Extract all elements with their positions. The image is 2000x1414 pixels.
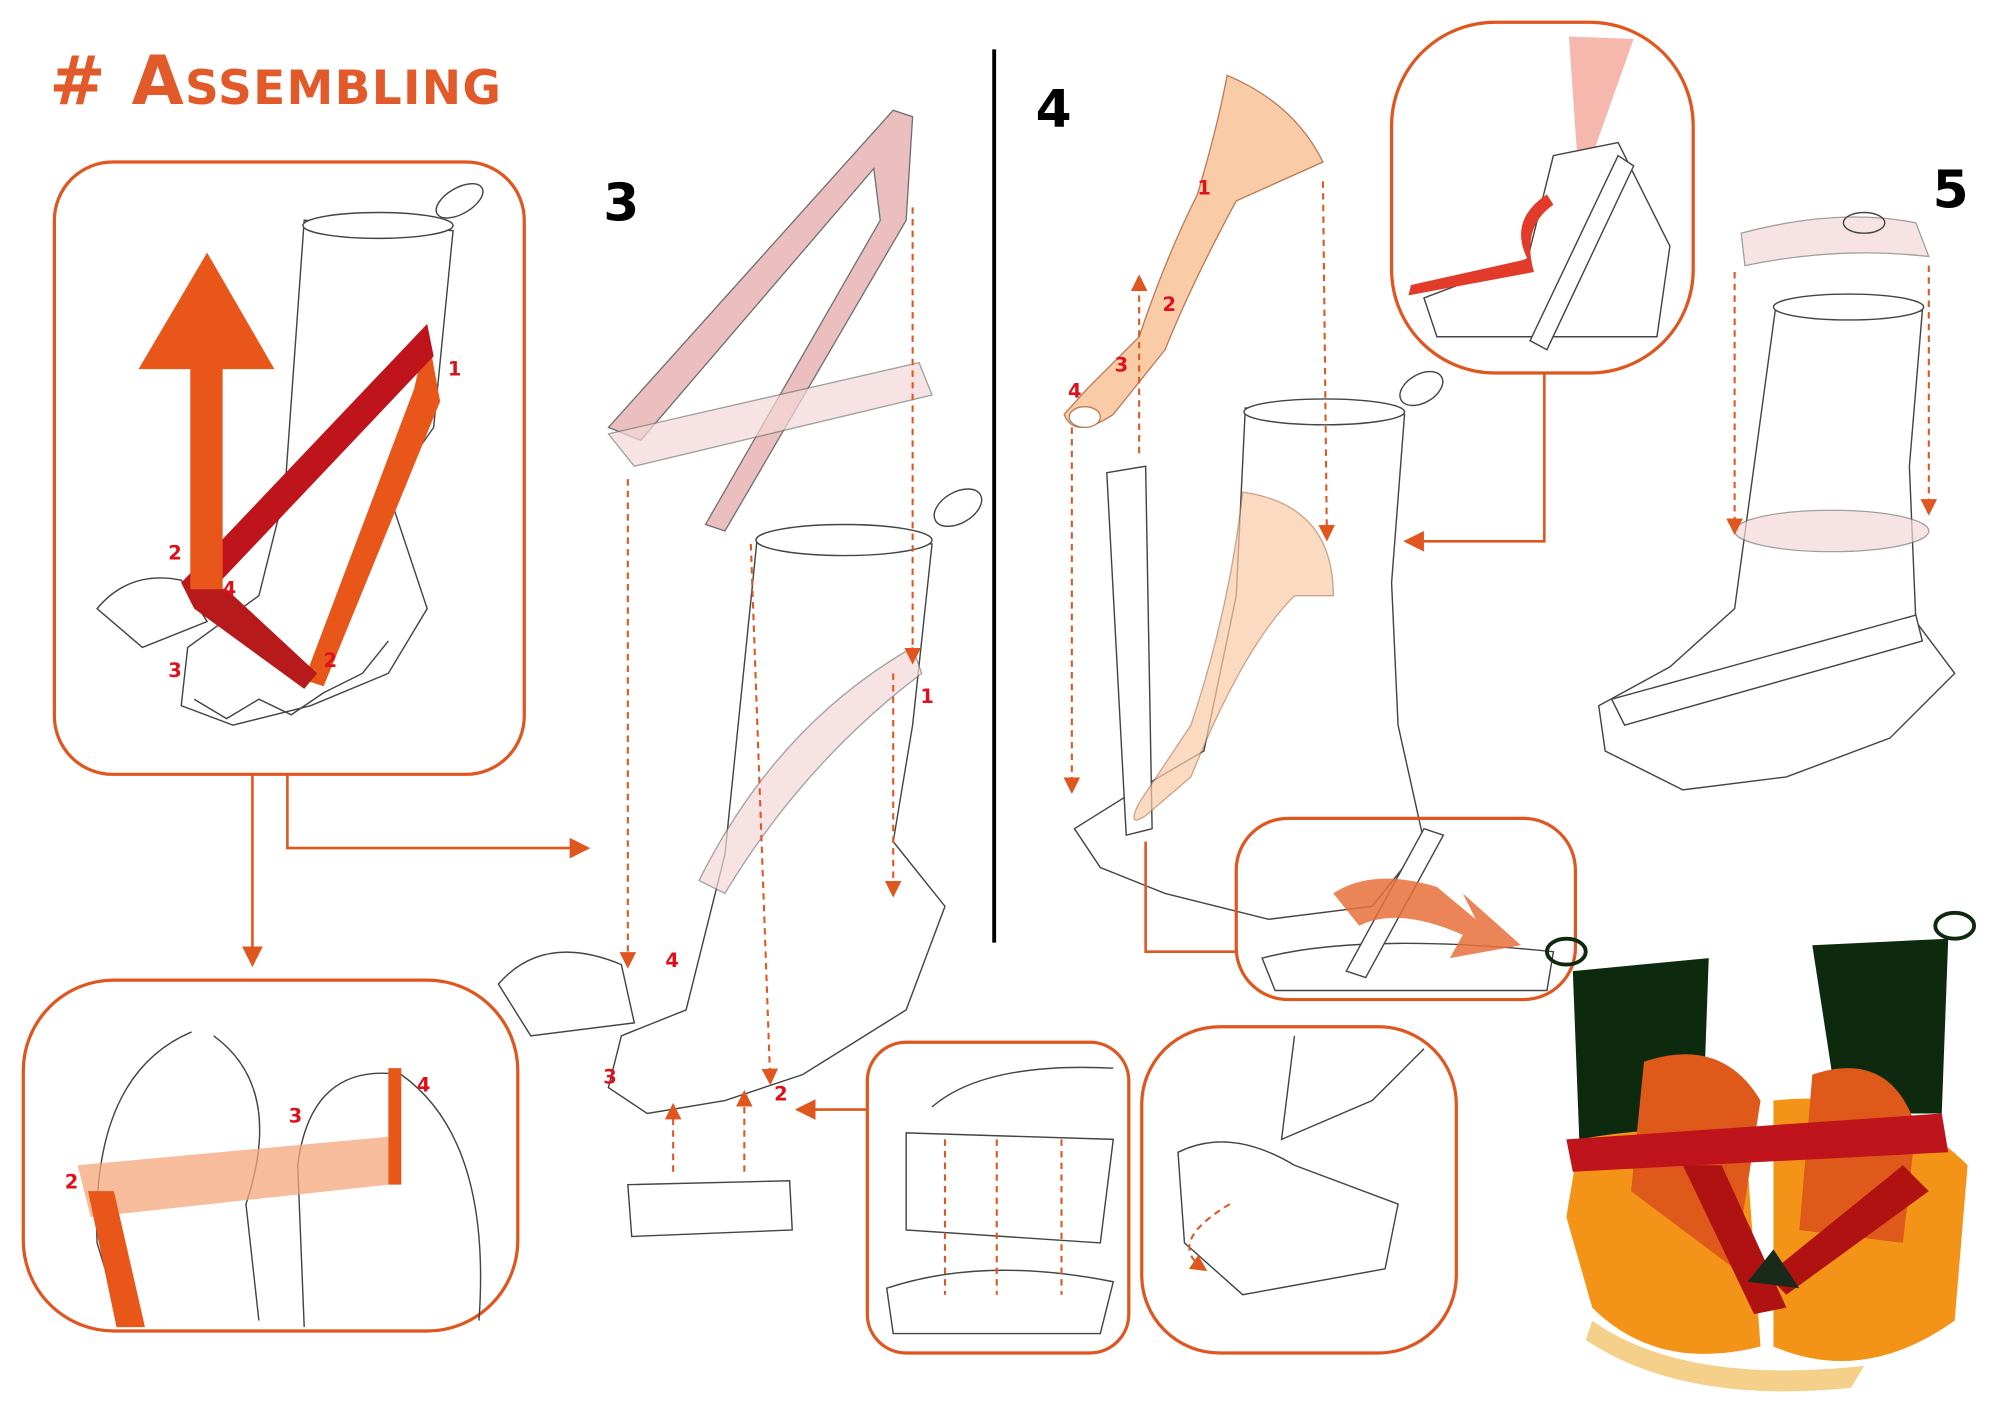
connector-arrow (1403, 373, 1546, 552)
label-2: 2 (1162, 293, 1176, 316)
panel-strap-detail: 4 3 2 (21, 978, 520, 1333)
label-3: 3 (603, 1066, 617, 1089)
pink-strap (607, 109, 914, 532)
orange-strap (304, 330, 441, 687)
page-title: # Assembling (49, 42, 502, 120)
label-4: 4 (223, 578, 237, 601)
label-4: 4 (665, 949, 679, 972)
label-4: 4 (1068, 380, 1082, 403)
red-strap-lower (181, 582, 318, 689)
label-3: 3 (168, 659, 182, 682)
step-3-number: 3 (603, 173, 639, 233)
panel-sole-detail (865, 1040, 1131, 1355)
label-1: 1 (1197, 176, 1211, 199)
panel-heel-detail (1140, 1025, 1458, 1355)
fasten-arrow-icon (1333, 878, 1522, 959)
final-colored-boots (1544, 910, 1977, 1392)
step-4-drawing: 1 2 3 4 (1063, 74, 1444, 921)
label-4: 4 (417, 1073, 431, 1096)
label-2: 2 (65, 1171, 79, 1194)
label-2: 2 (774, 1083, 788, 1106)
step-5-drawing (1597, 211, 1956, 791)
red-strap-upper (181, 323, 434, 603)
label-2: 2 (168, 541, 182, 564)
step-3-drawing: 1 4 3 2 (497, 109, 983, 1238)
connector-arrow (286, 774, 591, 859)
label-1: 1 (448, 358, 462, 381)
panel-strap-threading (1389, 20, 1695, 375)
boot-drawing (96, 183, 484, 726)
panel-strap-fastening (1234, 816, 1578, 1002)
insole-piece (1063, 74, 1324, 428)
label-3: 3 (1115, 354, 1129, 377)
strap-band (77, 1136, 389, 1218)
panel-strap-overview: 1 2 4 3 2 (52, 160, 526, 776)
step-5-number: 5 (1933, 160, 1969, 220)
step-4-number: 4 (1036, 80, 1072, 140)
label-2b: 2 (324, 649, 338, 672)
label-1: 1 (920, 685, 934, 708)
threading-arrow-icon (1408, 194, 1554, 296)
label-3: 3 (289, 1105, 303, 1128)
connector-line (1144, 841, 1237, 953)
lift-arrow-icon (138, 252, 275, 590)
